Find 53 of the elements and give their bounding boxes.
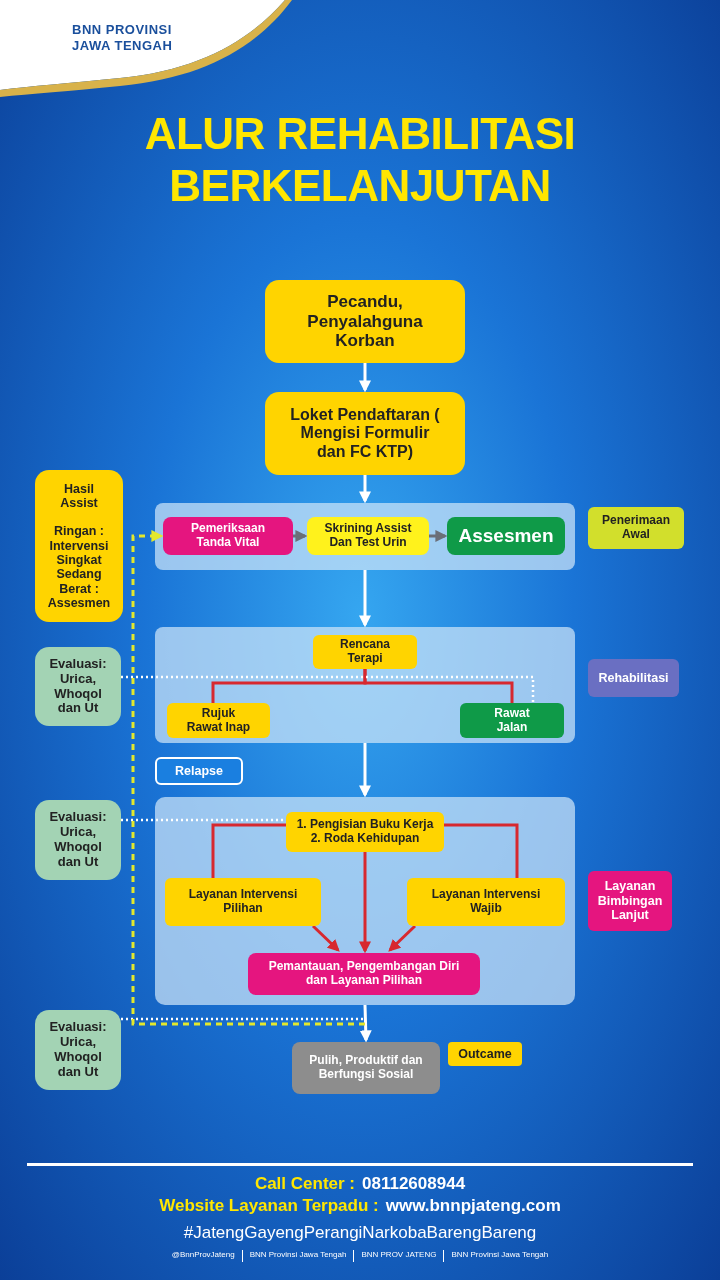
evaluation-box: Evaluasi: Urica, Whoqol dan Ut <box>35 1010 121 1090</box>
arrow <box>359 852 371 954</box>
evaluation-box: Evaluasi: Urica, Whoqol dan Ut <box>35 800 121 880</box>
arrow <box>388 924 417 952</box>
arrow <box>429 530 448 542</box>
process-box: Skrining Assist Dan Test Urin <box>307 517 429 555</box>
process-box: Layanan Intervensi Wajib <box>407 878 565 926</box>
relapse-box: Relapse <box>155 757 243 785</box>
process-box: Pecandu, Penyalahguna Korban <box>265 280 465 363</box>
dotted-line <box>121 1017 363 1021</box>
arrow <box>359 743 371 798</box>
process-box: Loket Pendaftaran ( Mengisi Formulir dan FC KTP) <box>265 392 465 475</box>
process-box: Pemantauan, Pengembangan Diri dan Layanan Pilihan <box>248 953 480 995</box>
social-handle: BNN Provinsi Jawa Tengah <box>451 1250 549 1259</box>
stage-panel <box>155 503 575 570</box>
header-text: BNN PROVINSI JAWA TENGAH <box>72 22 174 54</box>
hashtag: #JatengGayengPerangiNarkobaBarengBareng <box>183 1223 537 1243</box>
website-label: Website Layanan Terpadu : <box>159 1196 379 1216</box>
connector-line <box>363 669 514 703</box>
dashed-arrow <box>131 530 365 1026</box>
call-center-label: Call Center : <box>254 1174 356 1194</box>
stage-panel <box>155 797 575 1005</box>
note-box: Hasil Assist Ringan : Intervensi Singkat Sedang Berat : Assesmen <box>35 470 123 622</box>
arrow <box>359 570 371 628</box>
website-address: www.bnnpjateng.com <box>385 1196 561 1216</box>
connector-line <box>211 823 286 878</box>
process-box: Pemeriksaan Tanda Vital <box>163 517 293 555</box>
process-box: Assesmen <box>447 517 565 555</box>
arrow <box>359 363 371 393</box>
stage-panel <box>155 627 575 743</box>
arrow <box>293 530 308 542</box>
connector-line <box>444 823 519 878</box>
social-handle: BNN Provinsi Jawa Tengah <box>249 1250 347 1259</box>
process-box: Rujuk Rawat Inap <box>167 703 270 738</box>
process-box: Rencana Terapi <box>313 635 417 669</box>
evaluation-box: Evaluasi: Urica, Whoqol dan Ut <box>35 647 121 726</box>
arrow <box>311 924 340 952</box>
social-handle: @BnnProvJateng <box>171 1250 235 1259</box>
dotted-line <box>121 818 286 822</box>
title: ALUR REHABILITASI BERKELANJUTAN <box>143 108 577 212</box>
process-box: Layanan Intervensi Pilihan <box>165 878 321 926</box>
process-box: 1. Pengisian Buku Kerja 2. Roda Kehidupan <box>286 812 444 852</box>
arrow <box>359 475 371 504</box>
stage-label: Rehabilitasi <box>588 659 679 697</box>
process-box: Rawat Jalan <box>460 703 564 738</box>
social-handle: BNN PROV JATENG <box>361 1250 437 1259</box>
arrow <box>359 1004 372 1043</box>
outcome-box: Pulih, Produktif dan Berfungsi Sosial <box>292 1042 440 1094</box>
stage-label: Penerimaan Awal <box>588 507 684 549</box>
stage-label: Outcame <box>448 1042 522 1066</box>
stage-label: Layanan Bimbingan Lanjut <box>588 871 672 931</box>
phone-number: 08112608944 <box>362 1174 466 1194</box>
dotted-line <box>121 675 535 703</box>
